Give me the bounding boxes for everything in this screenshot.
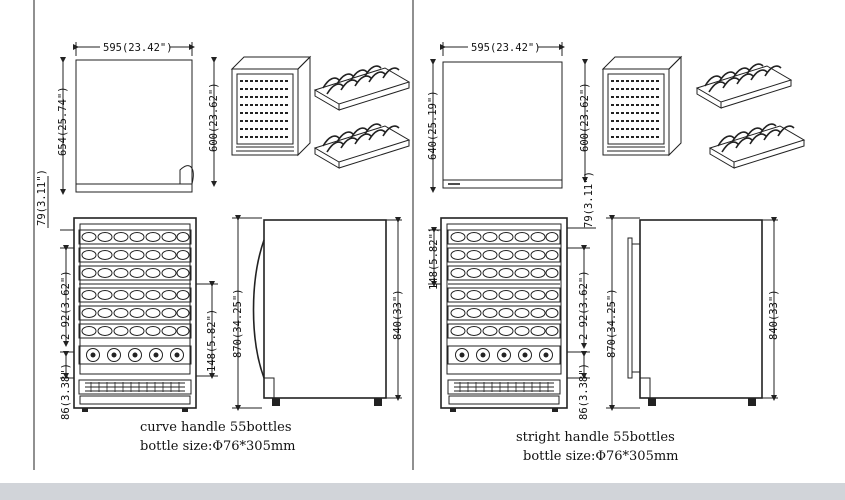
left-zone-gap-label: 148(5.82"): [206, 309, 218, 372]
left-bottom-row-label: 86(3.38"): [60, 363, 72, 420]
right-bottom-row-label: 86(3.38"): [578, 363, 590, 420]
right-body-height-label: 600(23.62"): [579, 82, 591, 152]
left-body-height-label: 600(23.62"): [208, 82, 220, 152]
right-cabinet-height-label: 840(33"): [768, 289, 780, 340]
left-front-elevation: [73, 217, 197, 409]
left-caption-line1: curve handle 55bottles: [140, 420, 292, 435]
right-isometric-fridge: [602, 56, 682, 156]
left-total-height-label: 870(34.25"): [232, 288, 244, 358]
left-side-elevation: [263, 219, 387, 399]
left-top-width-label: 595(23.42"): [103, 42, 173, 54]
right-door-height-label: 640(25.19"): [427, 90, 439, 160]
straight-handle: [627, 237, 633, 379]
right-panel: 595(23.42") 640(25.19") 600(23.62") 148(…: [427, 40, 805, 464]
right-caption-line2: bottle size:Φ76*305mm: [523, 449, 679, 464]
right-shelf-pitch-label: 2-92(3.62"): [578, 270, 590, 340]
left-caption-line2: bottle size:Φ76*305mm: [140, 439, 296, 454]
right-side-elevation: [639, 219, 763, 399]
left-shelf-image-top: [314, 65, 410, 111]
spec-drawing-sheet: 595(23.42") 654(25.74") 600(23.62") 79(3…: [33, 0, 805, 470]
right-zone-gap-label: 148(5.82"): [428, 227, 440, 290]
curve-handle: [252, 239, 265, 379]
right-door-front: [442, 61, 563, 181]
left-door-front: [75, 59, 193, 185]
right-top-width-label: 595(23.42"): [471, 42, 541, 54]
right-caption-line1: stright handle 55bottles: [516, 430, 675, 445]
left-kick-height-label: 79(3.11"): [36, 169, 48, 226]
footer-bar: [0, 483, 845, 500]
left-cabinet-height-label: 840(33"): [392, 289, 404, 340]
left-door-height-label: 654(25.74"): [57, 86, 69, 156]
right-front-elevation: [440, 217, 568, 409]
right-total-height-label: 870(34.25"): [606, 288, 618, 358]
left-shelf-pitch-label: 2-92(3.62"): [60, 270, 72, 340]
left-panel: 595(23.42") 654(25.74") 600(23.62") 79(3…: [36, 40, 410, 454]
left-shelf-image-bottom: [314, 123, 410, 169]
right-shelf-image-top: [696, 63, 792, 109]
left-isometric-fridge: [231, 56, 311, 156]
right-kick-height-label: 79(3.11"): [583, 171, 595, 228]
right-shelf-image-bottom: [709, 123, 805, 169]
